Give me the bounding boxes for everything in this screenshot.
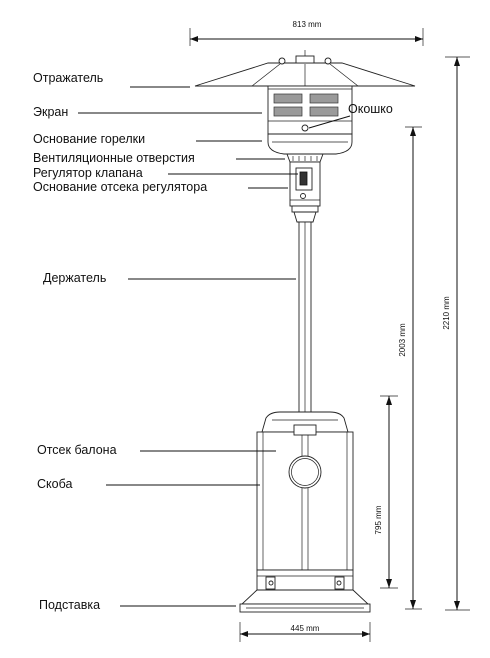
label-bracket: Скоба [37,477,72,491]
heater-drawing [194,50,416,613]
reflector [194,50,416,87]
label-window: Окошко [348,102,393,116]
callout-stand: Подставка [39,598,236,612]
cylinder-window [288,455,322,489]
label-valve-regulator: Регулятор клапана [33,166,143,180]
dimension-label-2210: 2210 mm [442,296,451,330]
holder-pole [298,221,312,413]
label-reflector: Отражатель [33,71,103,85]
callout-burner-base: Основание горелки [33,132,262,146]
callout-bracket: Скоба [37,477,260,491]
regulator-compartment [289,161,321,207]
screen-mesh-top-left [273,93,303,104]
label-stand: Подставка [39,598,100,612]
dimension-compartment-height: 795 mm [374,395,398,589]
screen-mesh-bottom-left [273,106,303,117]
dimension-total-height: 2210 mm [442,56,470,611]
callout-window: Окошко [308,102,393,129]
valve-knob [299,171,308,186]
callout-reflector: Отражатель [33,71,190,88]
screen [267,85,353,135]
cylinder-compartment [256,411,354,591]
dimension-label-795: 795 mm [374,505,383,534]
dimension-pole-height: 2003 mm [398,126,422,610]
callout-regulator-base: Основание отсека регулятора [33,180,288,194]
label-vents: Вентиляционные отверстия [33,151,195,165]
regulator-base [291,205,319,223]
vent-section [286,153,324,163]
stand-base [239,589,371,613]
label-burner-base: Основание горелки [33,132,145,146]
screen-mesh-top-right [309,93,339,104]
window-hole [301,124,309,132]
label-holder: Держатель [43,271,106,285]
dimension-base-width: 445 mm [239,622,371,642]
dimension-label-2003: 2003 mm [398,323,407,357]
label-regulator-base: Основание отсека регулятора [33,180,207,194]
callout-vents: Вентиляционные отверстия [33,151,285,165]
callout-cylinder-compartment: Отсек балона [37,443,276,457]
dimension-label-813: 813 mm [293,20,322,29]
callout-holder: Держатель [43,271,296,285]
dimension-label-445: 445 mm [291,624,320,633]
label-cylinder-compartment: Отсек балона [37,443,117,457]
label-screen: Экран [33,105,68,119]
screen-mesh-bottom-right [309,106,339,117]
burner-base [267,133,353,155]
dimension-reflector-width: 813 mm [189,20,424,46]
callout-valve-regulator: Регулятор клапана [33,166,298,180]
callout-screen: Экран [33,105,262,119]
